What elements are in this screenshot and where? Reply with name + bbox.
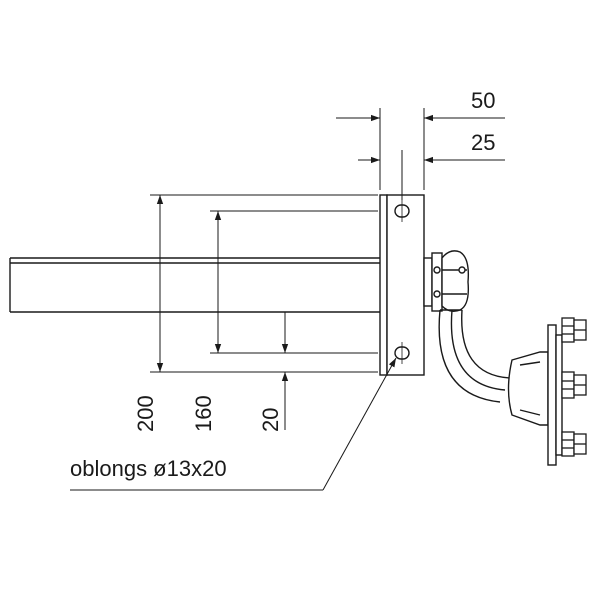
dim-label-160: 160 bbox=[191, 395, 216, 432]
curved-bar bbox=[438, 309, 511, 403]
dim-label-50: 50 bbox=[471, 88, 495, 113]
bolt-middle bbox=[561, 371, 587, 399]
callout-leader bbox=[70, 357, 397, 491]
hinge-clamp bbox=[423, 250, 470, 313]
channel-arm bbox=[9, 257, 380, 313]
bolt-bottom bbox=[561, 431, 587, 457]
base-plate bbox=[379, 194, 425, 376]
dim-label-20: 20 bbox=[258, 408, 283, 432]
dimension-width bbox=[336, 108, 505, 200]
dim-label-25: 25 bbox=[471, 130, 495, 155]
dim-label-200: 200 bbox=[133, 395, 158, 432]
callout-oblongs-label: oblongs ø13x20 bbox=[70, 456, 227, 481]
wall-bracket bbox=[507, 324, 563, 466]
dimension-height bbox=[150, 194, 378, 430]
bolt-top bbox=[561, 317, 587, 343]
